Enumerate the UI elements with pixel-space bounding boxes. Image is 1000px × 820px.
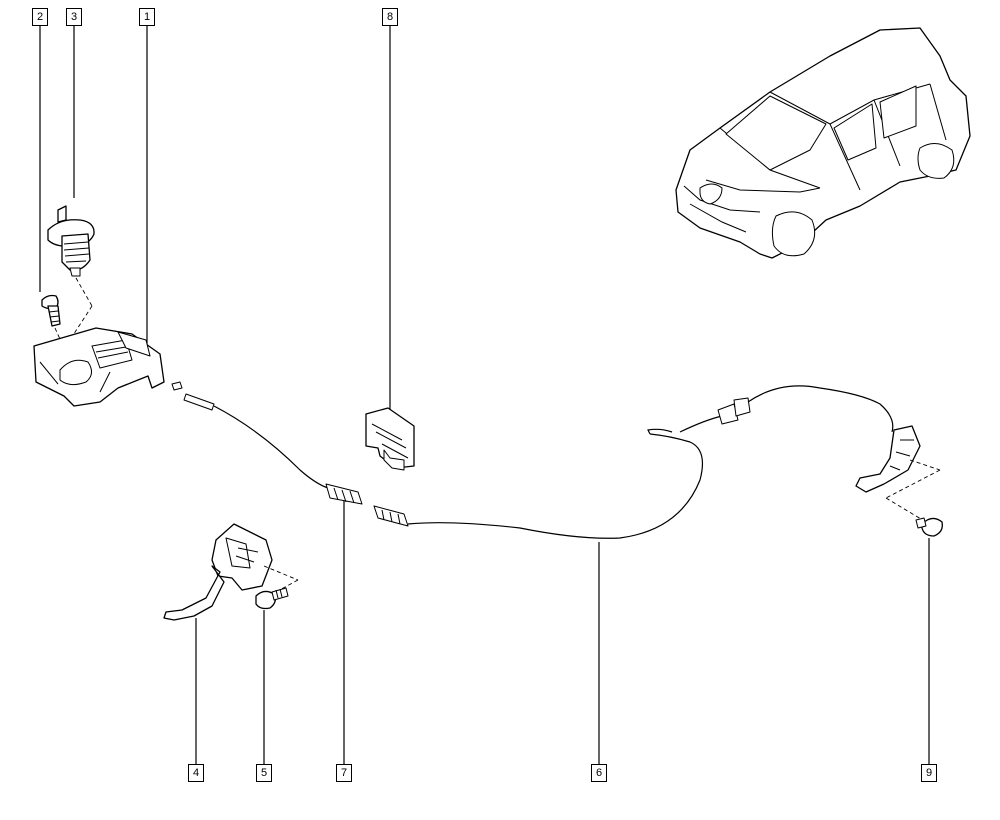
part-6-main-cable xyxy=(373,385,894,539)
release-handle xyxy=(855,425,941,523)
part-3-buffer-stud xyxy=(47,205,95,347)
leader-lines xyxy=(39,26,930,764)
vehicle-location-view xyxy=(675,27,971,259)
callout-8: 8 xyxy=(382,8,398,26)
cable-front-section xyxy=(171,381,363,505)
part-4-safety-catch xyxy=(163,523,299,621)
callout-2: 2 xyxy=(32,8,48,26)
callout-5: 5 xyxy=(256,764,272,782)
part-5-bolt xyxy=(255,587,289,610)
callout-4: 4 xyxy=(188,764,204,782)
callout-1: 1 xyxy=(139,8,155,26)
callout-6: 6 xyxy=(591,764,607,782)
part-9-push-clip xyxy=(915,517,943,537)
part-2-bolt xyxy=(41,294,65,349)
part-1-bonnet-lock xyxy=(33,327,165,407)
callout-3: 3 xyxy=(66,8,82,26)
callout-9: 9 xyxy=(921,764,937,782)
callout-7: 7 xyxy=(336,764,352,782)
part-8-clip xyxy=(365,407,415,471)
